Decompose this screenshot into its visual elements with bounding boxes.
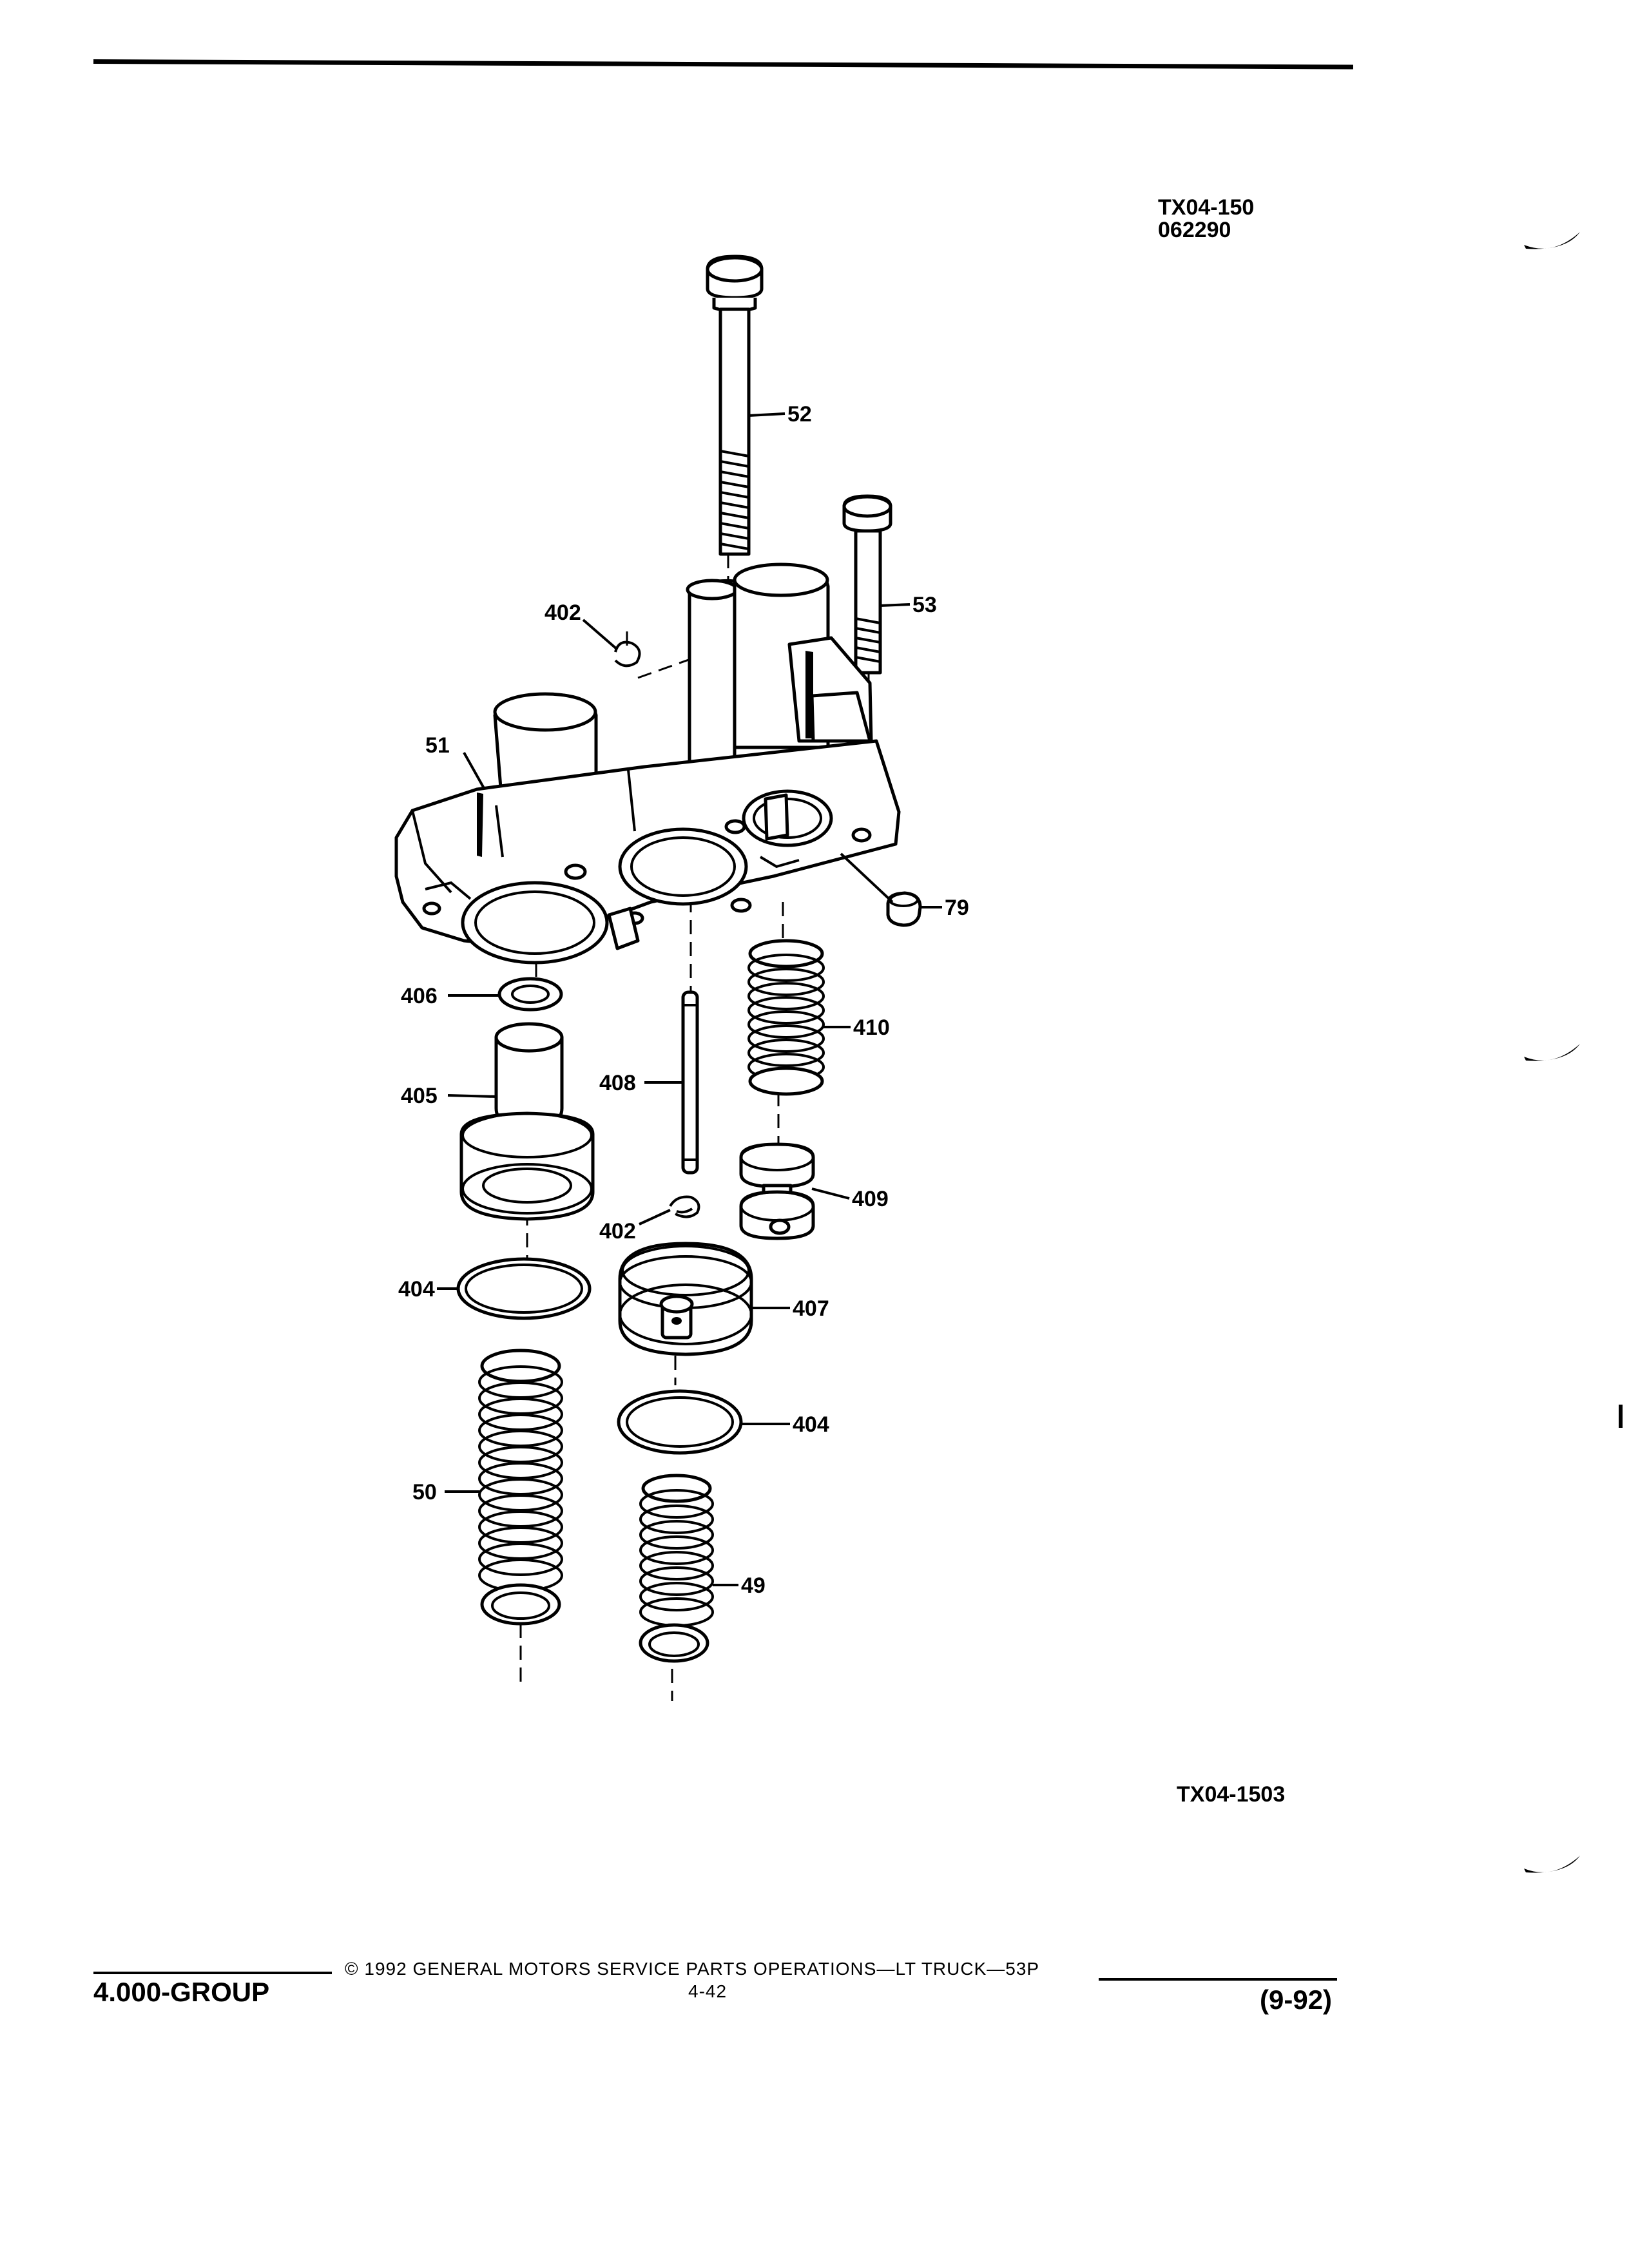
bolt-52 xyxy=(706,255,764,556)
washer-406 xyxy=(497,977,563,1012)
figure-code-line2: 062290 xyxy=(1158,218,1231,242)
leader-dash-402 xyxy=(637,656,697,679)
figure-code-line1: TX04-150 xyxy=(1158,195,1255,220)
binder-mark-1 xyxy=(1524,232,1580,249)
footer-date: (9-92) xyxy=(1260,1984,1333,2015)
oring-404-right xyxy=(617,1389,743,1455)
pin-408 xyxy=(681,990,699,1175)
callout-79: 79 xyxy=(945,896,969,920)
callout-402-upper: 402 xyxy=(545,601,581,625)
bolt-52-threads xyxy=(720,450,749,550)
callout-402-lower: 402 xyxy=(599,1219,636,1244)
binder-tick xyxy=(1619,1405,1623,1428)
callout-404-left: 404 xyxy=(398,1277,435,1302)
spring-410 xyxy=(747,939,825,1096)
callout-51: 51 xyxy=(425,733,450,758)
figure-id: TX04-1503 xyxy=(1177,1782,1286,1807)
callout-52: 52 xyxy=(787,402,812,427)
footer-rule-left xyxy=(93,1972,332,1974)
footer-copyright: © 1992 GENERAL MOTORS SERVICE PARTS OPER… xyxy=(345,1959,1040,1979)
callout-49: 49 xyxy=(741,1573,766,1598)
leader-409 xyxy=(811,1187,850,1200)
spring-49 xyxy=(639,1474,714,1663)
footer-rule-right xyxy=(1099,1978,1337,1981)
oring-404-left xyxy=(456,1257,592,1320)
callout-408: 408 xyxy=(599,1071,636,1095)
leader-79-body xyxy=(840,852,894,903)
callout-406: 406 xyxy=(401,984,438,1008)
body-51 xyxy=(394,562,901,965)
spring-50 xyxy=(478,1349,563,1626)
piston-407 xyxy=(618,1242,753,1356)
leader-51 xyxy=(463,752,486,790)
footer-page-number: 4-42 xyxy=(688,1981,728,2001)
callout-409: 409 xyxy=(852,1187,889,1211)
plug-79 xyxy=(886,891,922,927)
valve-409 xyxy=(739,1142,815,1240)
leader-405 xyxy=(447,1094,497,1098)
callout-407: 407 xyxy=(793,1296,829,1321)
callout-53: 53 xyxy=(912,593,937,617)
bolt-53 xyxy=(842,494,892,675)
leader-402-lower xyxy=(639,1209,671,1225)
leader-402-upper xyxy=(582,619,619,651)
footer-group: 4.000-GROUP xyxy=(93,1977,270,2007)
callout-404-right: 404 xyxy=(793,1412,829,1437)
binder-mark-3 xyxy=(1524,1856,1580,1873)
callout-410: 410 xyxy=(853,1015,890,1040)
binder-mark-2 xyxy=(1524,1044,1580,1061)
leader-53 xyxy=(880,603,911,607)
bolt-53-threads xyxy=(855,617,881,663)
leader-52 xyxy=(748,412,786,417)
clip-402-lower xyxy=(669,1195,700,1218)
callout-405: 405 xyxy=(401,1084,438,1108)
callout-50: 50 xyxy=(412,1480,437,1504)
piston-405 xyxy=(459,1022,595,1221)
clip-402-upper xyxy=(614,640,641,668)
